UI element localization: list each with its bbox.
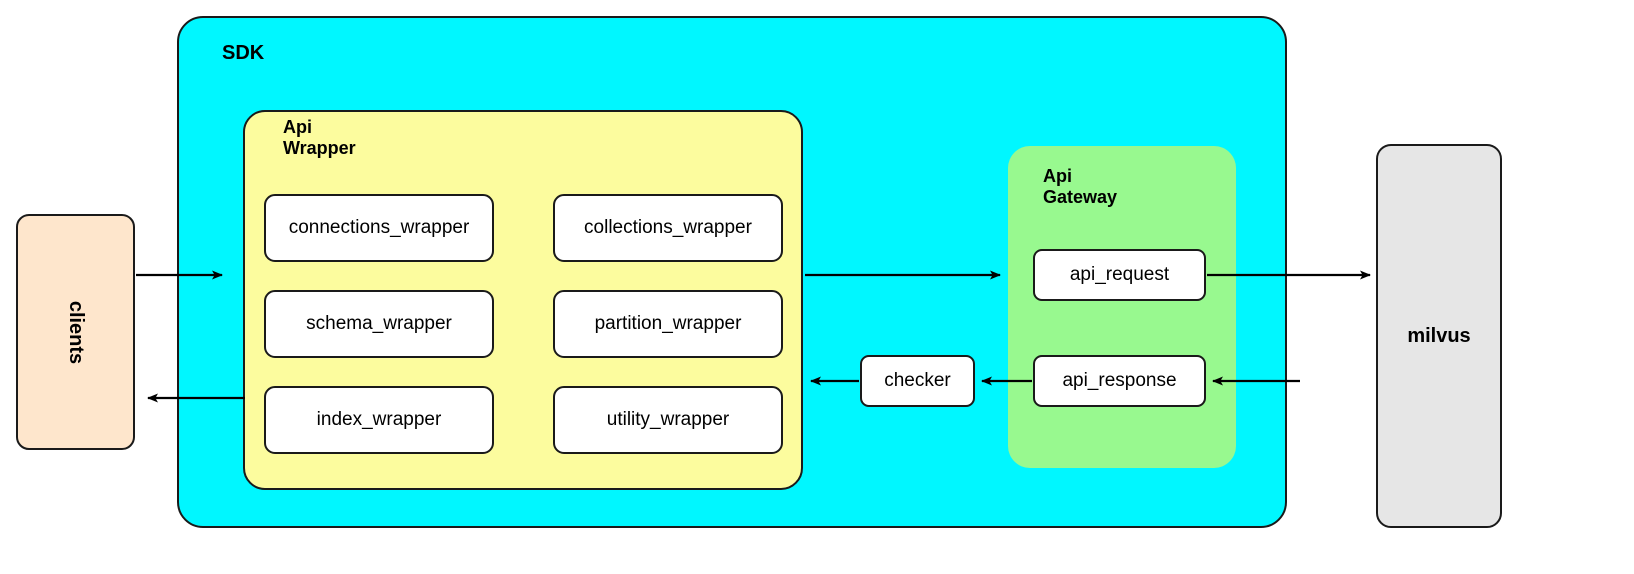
- api-request-box[interactable]: api_request: [1033, 249, 1206, 301]
- sdk-label: SDK: [222, 42, 265, 64]
- clients-box[interactable]: clients: [16, 214, 135, 450]
- collections-wrapper-box[interactable]: collections_wrapper: [553, 194, 783, 262]
- api-gateway-label: Api Gateway: [1043, 166, 1118, 208]
- index-wrapper-box[interactable]: index_wrapper: [264, 386, 494, 454]
- api-response-box[interactable]: api_response: [1033, 355, 1206, 407]
- checker-box[interactable]: checker: [860, 355, 975, 407]
- api-gateway-container: [1008, 146, 1236, 468]
- utility-wrapper-box[interactable]: utility_wrapper: [553, 386, 783, 454]
- api-wrapper-label: Api Wrapper: [283, 117, 356, 159]
- partition-wrapper-box[interactable]: partition_wrapper: [553, 290, 783, 358]
- milvus-box[interactable]: milvus: [1376, 144, 1502, 528]
- clients-label: clients: [64, 300, 87, 364]
- connections-wrapper-box[interactable]: connections_wrapper: [264, 194, 494, 262]
- schema-wrapper-box[interactable]: schema_wrapper: [264, 290, 494, 358]
